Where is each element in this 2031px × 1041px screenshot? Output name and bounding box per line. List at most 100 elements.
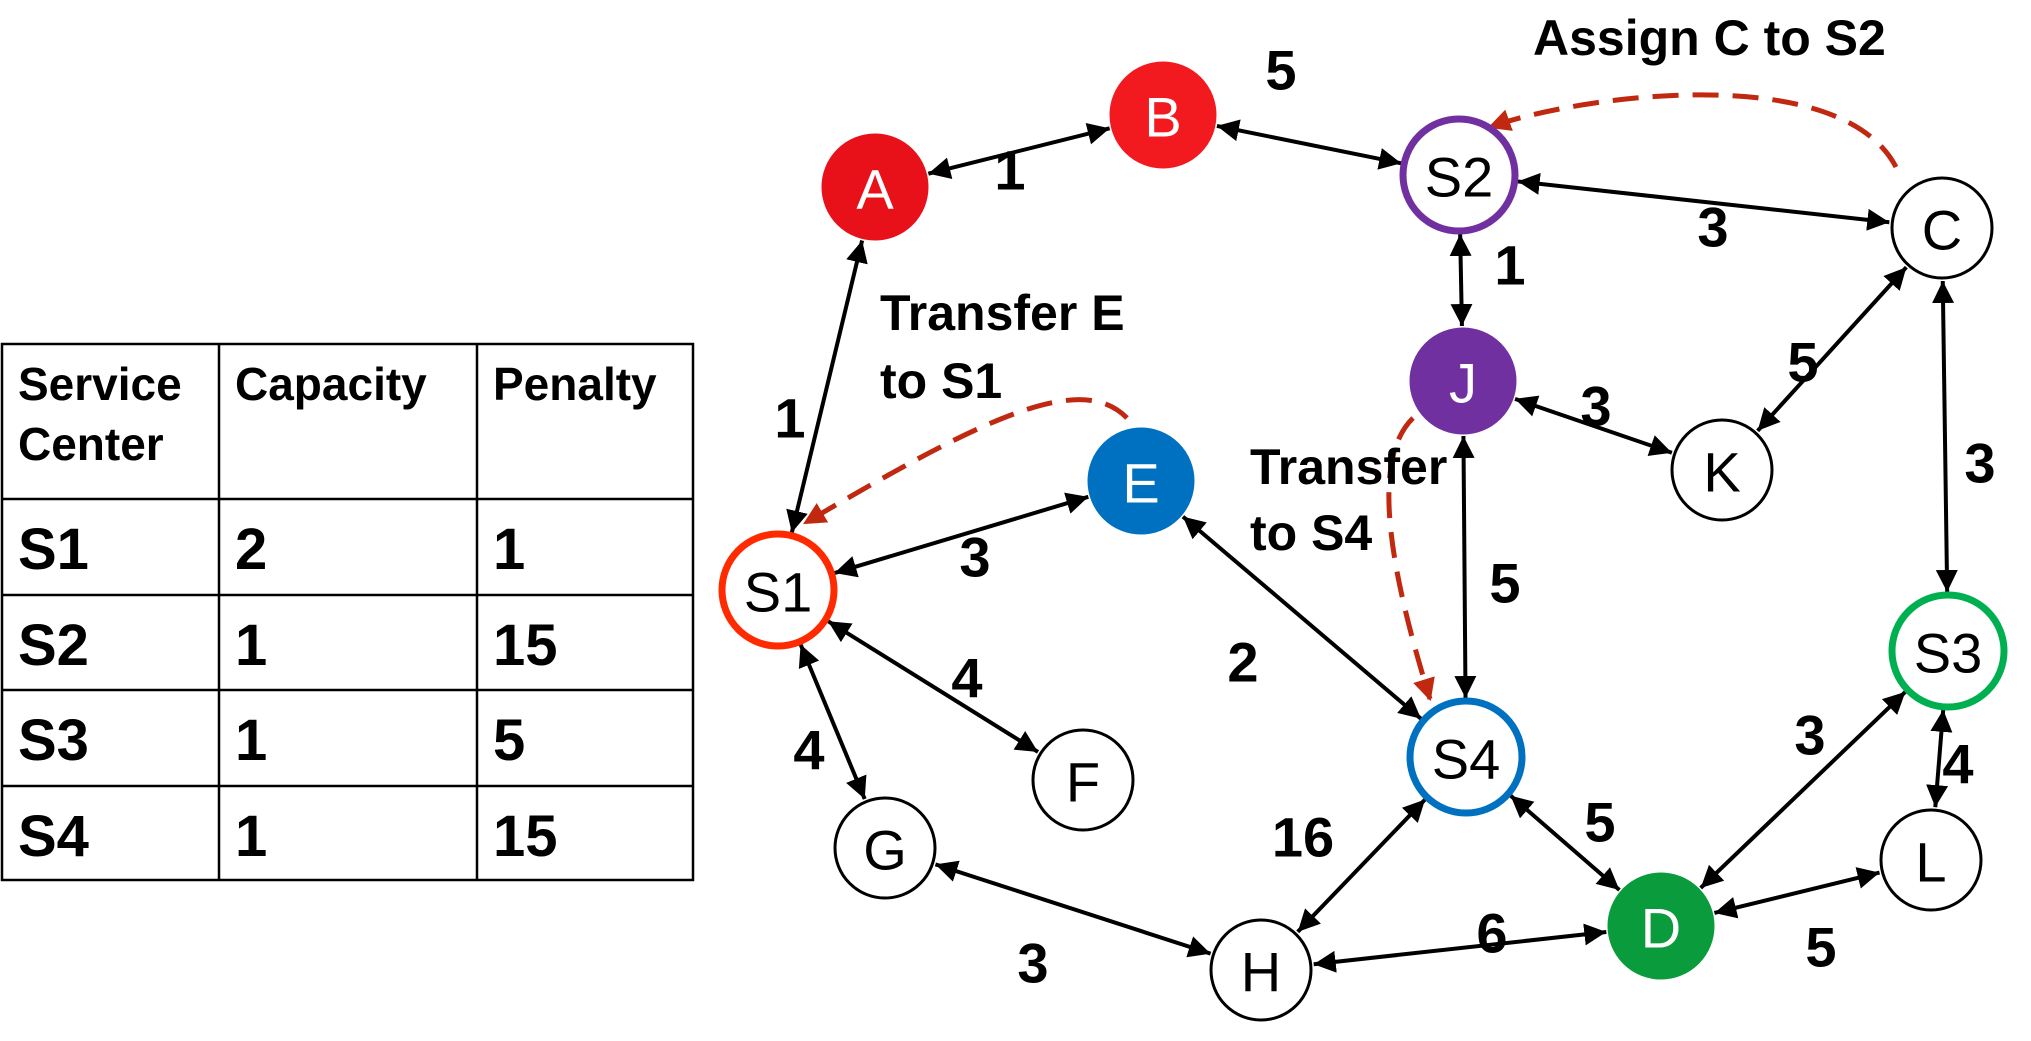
edge-C-S3 (1932, 280, 1958, 593)
node-K: K (1670, 418, 1774, 522)
node-J: J (1409, 327, 1517, 435)
edge-E-S4 (1181, 515, 1423, 721)
node-label: F (1066, 751, 1100, 814)
edge-A-S1 (786, 240, 868, 534)
node-A: A (821, 133, 929, 241)
edge-J-K (1514, 395, 1673, 457)
edge-S2-J (1449, 233, 1473, 327)
edge-S2-C (1517, 172, 1890, 231)
edge-H-D (1313, 923, 1607, 973)
node-F: F (1031, 728, 1135, 832)
table-cell: 1 (235, 613, 267, 678)
edge-weight-E-S4: 2 (1227, 631, 1258, 694)
transfer-arrow-transfer-e (803, 397, 1129, 526)
node-circle (718, 530, 838, 650)
node-S3: S3 (1888, 591, 2008, 711)
edge-weight-S2-C: 3 (1697, 196, 1728, 259)
node-label: S1 (744, 561, 813, 624)
node-circle (833, 796, 937, 900)
node-label: H (1241, 941, 1281, 1004)
table-cell: S4 (18, 804, 89, 869)
edge-S3-L (1926, 709, 1953, 808)
node-label: S3 (1914, 622, 1983, 685)
node-circle (1607, 872, 1715, 980)
node-label: E (1122, 452, 1159, 515)
table-cell: 1 (235, 708, 267, 773)
transfer-note-transfer-j: to S4 (1250, 505, 1372, 561)
table-cell: S1 (18, 517, 89, 582)
node-label: L (1915, 831, 1946, 894)
node-label: S4 (1432, 728, 1501, 791)
edge-weight-S1-E: 3 (959, 526, 990, 589)
node-circle (1406, 697, 1526, 817)
edge-weight-S1-G: 4 (793, 719, 824, 782)
node-label: S2 (1425, 146, 1494, 209)
node-L: L (1879, 808, 1983, 912)
edge-weight-S4-H: 16 (1272, 806, 1334, 869)
transfer-note-transfer-e: Transfer E (880, 285, 1125, 341)
node-label: G (863, 819, 907, 882)
table-cell: 15 (493, 804, 558, 869)
node-label: B (1144, 86, 1181, 149)
node-circle (821, 133, 929, 241)
edge-S1-G (798, 643, 867, 800)
transfer-note-transfer-j: Transfer (1250, 439, 1447, 495)
edge-D-L (1713, 867, 1880, 919)
edge-S1-E (833, 492, 1089, 578)
node-label: K (1703, 441, 1740, 504)
edge-S4-H (1296, 798, 1427, 934)
node-S1: S1 (718, 530, 838, 650)
edge-weight-C-S3: 3 (1964, 432, 1995, 495)
node-circle (1399, 115, 1519, 235)
table-cell: 1 (235, 804, 267, 869)
node-label: C (1922, 199, 1962, 262)
edge-B-S2 (1216, 119, 1402, 170)
edge-weight-J-S4: 5 (1489, 552, 1520, 615)
node-circle (1087, 427, 1195, 535)
node-H: H (1209, 918, 1313, 1022)
table-cell: S3 (18, 708, 89, 773)
node-circle (1209, 918, 1313, 1022)
edge-weight-G-H: 3 (1017, 932, 1048, 995)
transfer-note-transfer-e: to S1 (880, 353, 1002, 409)
edge-S3-D (1699, 690, 1907, 890)
edge-weight-J-K: 3 (1580, 375, 1611, 438)
node-circle (1031, 728, 1135, 832)
node-B: B (1109, 61, 1217, 169)
edge-weight-C-K: 5 (1787, 331, 1818, 394)
table-header-cell: Capacity (235, 358, 427, 410)
edge-C-K (1756, 265, 1908, 433)
node-label: D (1641, 897, 1681, 960)
node-S2: S2 (1399, 115, 1519, 235)
node-circle (1109, 61, 1217, 169)
table-header-cell: Center (18, 418, 164, 470)
table-header-cell: Penalty (493, 358, 657, 410)
node-C: C (1890, 176, 1994, 280)
table-header-cell: Service (18, 358, 182, 410)
edge-weight-A-S1: 1 (774, 387, 805, 450)
node-circle (1890, 176, 1994, 280)
edge-S4-D (1509, 794, 1621, 892)
edge-weight-S2-J: 1 (1494, 234, 1525, 297)
table-cell: S2 (18, 613, 89, 678)
node-circle (1670, 418, 1774, 522)
table-cell: 2 (235, 517, 267, 582)
node-D: D (1607, 872, 1715, 980)
table-cell: 15 (493, 613, 558, 678)
table-cell: 5 (493, 708, 525, 773)
node-label: J (1449, 352, 1477, 415)
node-circle (1888, 591, 2008, 711)
transfer-arrow-assign-c (1487, 92, 1899, 169)
edge-S1-F (827, 619, 1040, 754)
edge-weight-S3-L: 4 (1942, 733, 1973, 796)
edge-weight-S4-D: 5 (1584, 791, 1615, 854)
node-label: A (856, 158, 894, 221)
edge-weight-B-S2: 5 (1265, 39, 1296, 102)
edge-G-H (934, 860, 1212, 958)
node-circle (1879, 808, 1983, 912)
